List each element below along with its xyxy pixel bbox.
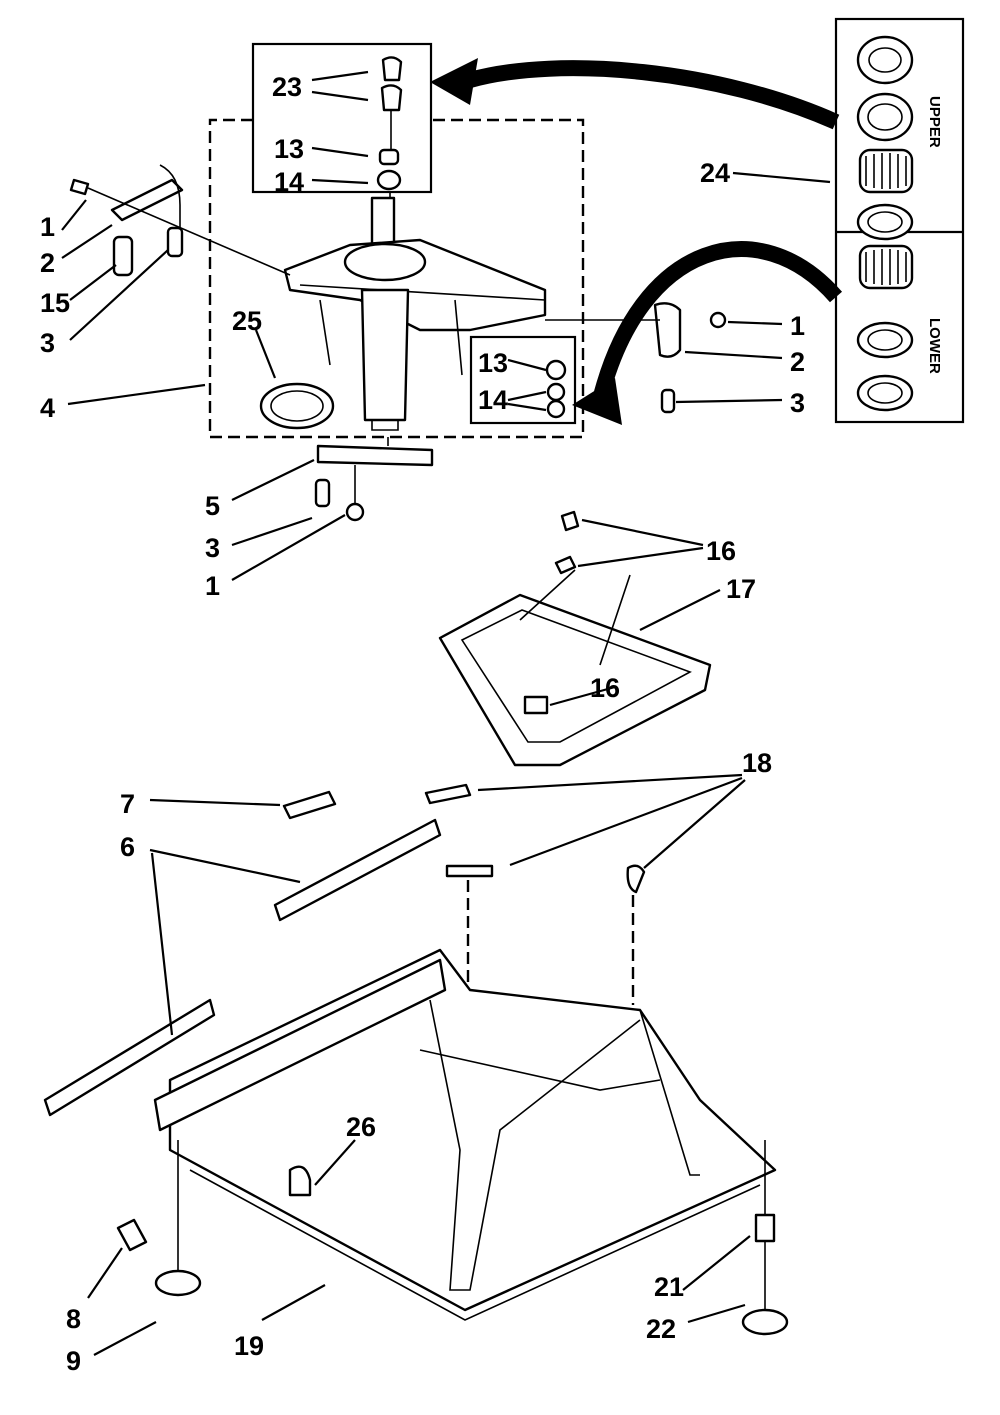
callout-2-left: 2 (40, 248, 55, 278)
callout-3-right: 3 (790, 388, 805, 418)
callout-6: 6 (120, 832, 135, 862)
callout-18: 18 (742, 748, 772, 778)
upper-label: UPPER (926, 96, 943, 148)
callout-13-top: 13 (274, 134, 304, 164)
callout-25: 25 (232, 306, 262, 336)
callout-14-top: 14 (274, 167, 304, 197)
callout-23: 23 (272, 72, 302, 102)
bearing-kit-panel: UPPER LOWER (834, 17, 965, 424)
callout-14-inner: 14 (478, 385, 508, 415)
callout-1-left: 1 (40, 212, 55, 242)
callout-13-inner: 13 (478, 348, 508, 378)
leader-lines (61, 70, 831, 1356)
callout-19: 19 (234, 1331, 264, 1361)
leveling-feet (116, 1140, 789, 1336)
callout-24: 24 (700, 158, 730, 188)
left-bracket-parts (69, 164, 291, 277)
callout-21: 21 (654, 1272, 684, 1302)
base-frame-19 (153, 948, 777, 1321)
frame-17 (438, 510, 712, 767)
callout-16-inner: 16 (590, 673, 620, 703)
lower-bracket-parts (314, 437, 434, 522)
upper-bearings (856, 35, 914, 241)
transmission-assembly (208, 118, 585, 439)
bearing-arrows (430, 58, 843, 425)
callout-1-lower: 1 (205, 571, 220, 601)
callout-15: 15 (40, 288, 70, 318)
callout-9: 9 (66, 1346, 81, 1376)
callout-2-right: 2 (790, 347, 805, 377)
callout-26: 26 (346, 1112, 376, 1142)
callout-16-top: 16 (706, 536, 736, 566)
top-inset-box (251, 42, 433, 194)
callout-17: 17 (726, 574, 756, 604)
callout-1-right: 1 (790, 311, 805, 341)
callout-22: 22 (646, 1314, 676, 1344)
lower-bearings (856, 244, 914, 412)
callout-3-left: 3 (40, 328, 55, 358)
callout-3-lower: 3 (205, 533, 220, 563)
callout-4: 4 (40, 393, 55, 423)
lower-label: LOWER (926, 318, 943, 374)
callout-7: 7 (120, 789, 135, 819)
callout-5: 5 (205, 491, 220, 521)
callout-8: 8 (66, 1304, 81, 1334)
callout-labels: 23 13 14 1 2 15 3 25 4 13 14 1 2 3 24 5 … (40, 72, 805, 1376)
